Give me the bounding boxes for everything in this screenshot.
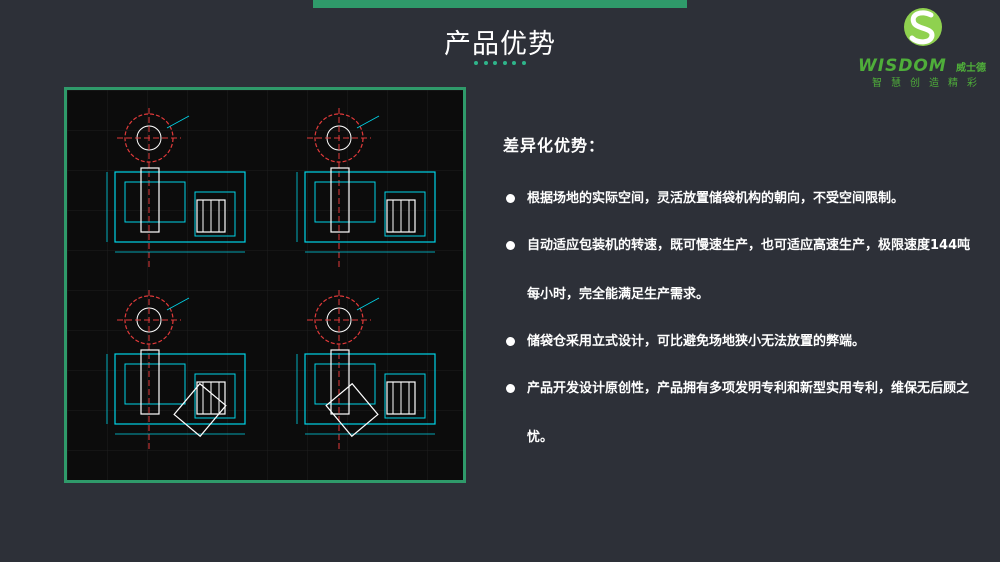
list-item: 自动适应包装机的转速，既可慢速生产，也可适应高速生产，极限速度144吨每小时，完… [503, 221, 973, 319]
list-item: 产品开发设计原创性，产品拥有多项发明专利和新型实用专利，维保无后顾之忧。 [503, 364, 973, 462]
logo-brand-text: WISDOM [858, 56, 947, 76]
bullet-icon [506, 194, 515, 203]
title-dots-decoration [474, 61, 526, 67]
cad-drawing-frame [64, 87, 466, 483]
list-item: 根据场地的实际空间，灵活放置储袋机构的朝向，不受空间限制。 [503, 174, 973, 223]
bullet-icon [506, 384, 515, 393]
top-accent-bar [313, 0, 687, 8]
list-item-text: 储袋仓采用立式设计，可比避免场地狭小无法放置的弊端。 [527, 334, 866, 349]
bullet-icon [506, 337, 515, 346]
cad-layout-drawing [67, 90, 463, 480]
bullet-icon [506, 241, 515, 250]
list-item-text: 自动适应包装机的转速，既可慢速生产，也可适应高速生产，极限速度144吨每小时，完… [527, 238, 971, 302]
advantages-list: 根据场地的实际空间，灵活放置储袋机构的朝向，不受空间限制。 自动适应包装机的转速… [503, 174, 973, 462]
logo-chinese-name: 威士德 [956, 63, 986, 74]
advantages-heading: 差异化优势： [503, 136, 606, 155]
list-item: 储袋仓采用立式设计，可比避免场地狭小无法放置的弊端。 [503, 317, 973, 366]
list-item-text: 产品开发设计原创性，产品拥有多项发明专利和新型实用专利，维保无后顾之忧。 [527, 381, 970, 445]
logo-slogan: 智慧创造精彩 [872, 78, 986, 89]
logo-s-icon [904, 8, 942, 46]
advantages-panel: 差异化优势： 根据场地的实际空间，灵活放置储袋机构的朝向，不受空间限制。 自动适… [503, 132, 973, 462]
page-title: 产品优势 [444, 29, 556, 60]
company-logo: WISDOM 威士德 智慧创造精彩 [852, 4, 998, 89]
list-item-text: 根据场地的实际空间，灵活放置储袋机构的朝向，不受空间限制。 [527, 191, 905, 206]
